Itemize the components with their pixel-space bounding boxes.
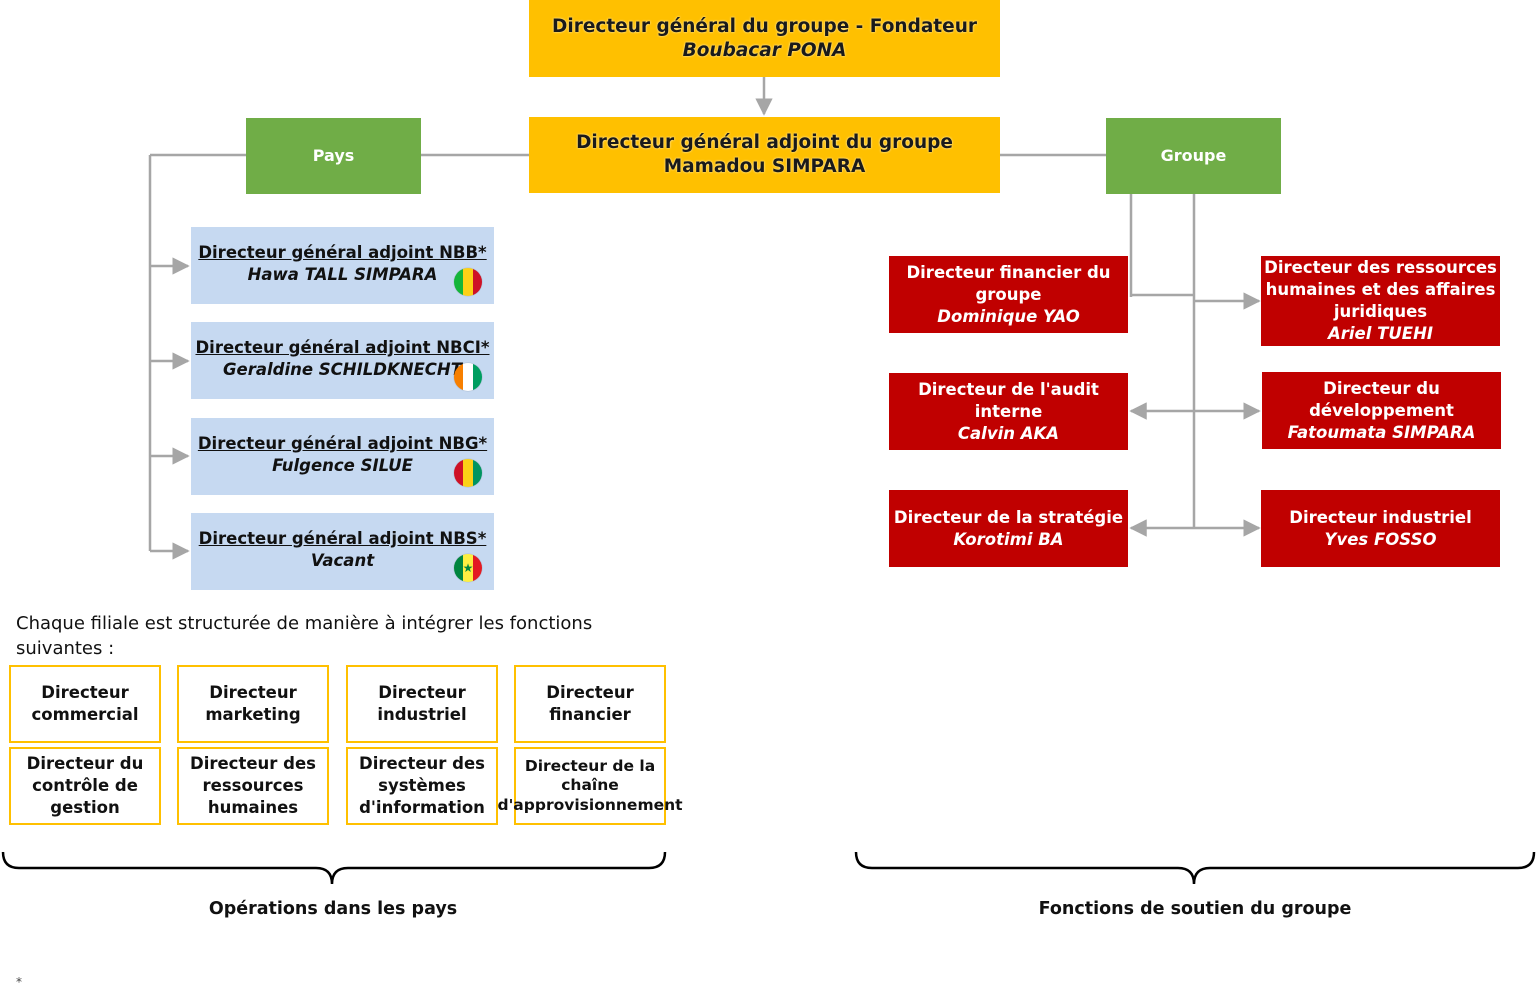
founder-role: Directeur général du groupe - Fondateur — [552, 15, 977, 37]
branch-groupe: Groupe — [1106, 118, 1281, 194]
deputy-name: Mamadou SIMPARA — [663, 156, 866, 177]
country-name: Vacant — [310, 551, 375, 570]
function-label: Directeur industriel — [377, 683, 467, 724]
deputy-box: Directeur général adjoint du groupe Mama… — [529, 117, 1000, 193]
support-box-hr-legal: Directeur des ressources humaines et des… — [1261, 256, 1500, 346]
country-box-nbs: Directeur général adjoint NBS* Vacant ★ — [191, 513, 494, 590]
function-box: Directeur marketing — [177, 665, 329, 743]
function-label: Directeur marketing — [205, 683, 301, 724]
support-role: Directeur du développement — [1309, 378, 1454, 420]
guinea-flag-icon — [454, 459, 482, 487]
country-box-nbg: Directeur général adjoint NBG* Fulgence … — [191, 418, 494, 495]
support-name: Ariel TUEHI — [1327, 324, 1434, 343]
function-box: Directeur des ressources humaines — [177, 747, 329, 825]
support-name: Yves FOSSO — [1324, 529, 1437, 549]
function-box: Directeur commercial — [9, 665, 161, 743]
support-role: Directeur industriel — [1289, 507, 1472, 527]
support-role: Directeur de l'audit interne — [918, 379, 1099, 421]
country-role: Directeur général adjoint NBG* — [197, 434, 488, 453]
ivory-coast-flag-icon — [454, 363, 482, 391]
country-role: Directeur général adjoint NBCI* — [195, 338, 490, 357]
caption-operations: Opérations dans les pays — [208, 899, 458, 919]
founder-box: Directeur général du groupe - Fondateur … — [529, 0, 1000, 77]
country-box-nbb: Directeur général adjoint NBB* Hawa TALL… — [191, 227, 494, 304]
caption-support: Fonctions de soutien du groupe — [1038, 899, 1352, 919]
country-role: Directeur général adjoint NBS* — [198, 529, 487, 548]
function-label: Directeur des ressources humaines — [190, 754, 316, 817]
function-label: Directeur des systèmes d'information — [359, 754, 485, 817]
support-name: Fatoumata SIMPARA — [1287, 422, 1476, 442]
support-box-finance: Directeur financier du groupe Dominique … — [889, 256, 1128, 333]
branch-groupe-label: Groupe — [1160, 146, 1227, 165]
mali-flag-icon — [454, 268, 482, 296]
country-role: Directeur général adjoint NBB* — [198, 243, 487, 262]
intro-text: Chaque filiale est structurée de manière… — [16, 613, 593, 659]
footnote-marker: * — [16, 975, 22, 989]
function-box: Directeur financier — [514, 665, 666, 743]
country-name: Fulgence SILUE — [272, 456, 413, 475]
support-name: Calvin AKA — [957, 423, 1060, 443]
function-label: Directeur de la chaîne d'approvisionneme… — [497, 756, 683, 814]
senegal-flag-icon: ★ — [454, 554, 482, 582]
support-name: Dominique YAO — [937, 306, 1080, 326]
function-label: Directeur du contrôle de gestion — [26, 754, 144, 817]
deputy-role: Directeur général adjoint du groupe — [576, 132, 953, 153]
function-box: Directeur de la chaîne d'approvisionneme… — [497, 747, 683, 825]
support-name: Korotimi BA — [953, 529, 1064, 549]
support-role: Directeur de la stratégie — [893, 507, 1124, 527]
support-box-development: Directeur du développement Fatoumata SIM… — [1262, 372, 1501, 449]
brackets — [1, 851, 1536, 885]
branch-pays: Pays — [246, 118, 421, 194]
support-role: Directeur financier du groupe — [906, 262, 1111, 304]
support-box-strategy: Directeur de la stratégie Korotimi BA — [889, 490, 1128, 567]
function-box: Directeur industriel — [346, 665, 498, 743]
function-box: Directeur des systèmes d'information — [346, 747, 498, 825]
function-box: Directeur du contrôle de gestion — [9, 747, 161, 825]
country-box-nbci: Directeur général adjoint NBCI* Geraldin… — [191, 322, 494, 399]
function-label: Directeur financier — [546, 683, 634, 724]
support-box-audit: Directeur de l'audit interne Calvin AKA — [889, 373, 1128, 450]
support-box-industrial: Directeur industriel Yves FOSSO — [1261, 490, 1500, 567]
support-role: Directeur des ressources humaines et des… — [1264, 258, 1497, 321]
founder-name: Boubacar PONA — [682, 39, 847, 61]
branch-pays-label: Pays — [312, 146, 355, 165]
country-name: Geraldine SCHILDKNECHT — [222, 360, 462, 379]
country-name: Hawa TALL SIMPARA — [247, 265, 438, 284]
function-label: Directeur commercial — [31, 683, 139, 724]
